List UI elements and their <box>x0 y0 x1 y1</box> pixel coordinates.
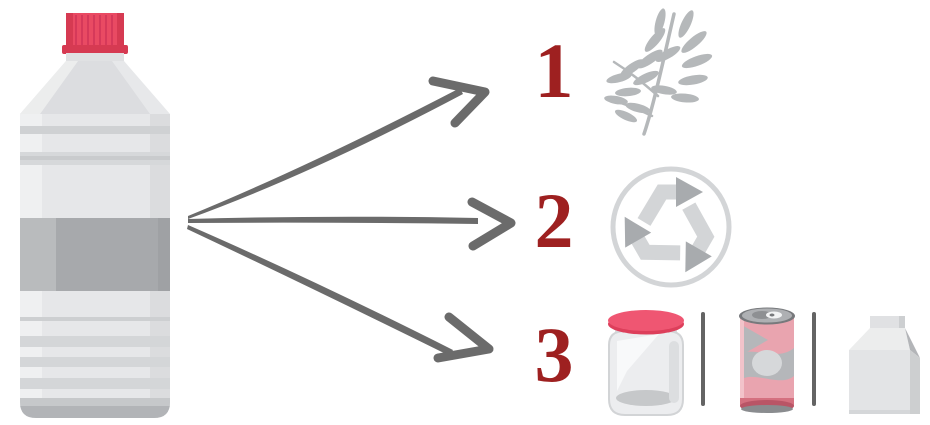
option-2-number: 2 <box>534 177 574 264</box>
arrow-2-shaft <box>188 216 478 224</box>
bottle-body <box>20 114 170 418</box>
milk-carton-icon <box>849 316 920 414</box>
bottle-shoulder <box>20 61 170 114</box>
bottle-cap <box>62 13 128 54</box>
can-top <box>739 307 795 325</box>
arrow-3-shaft <box>187 225 453 356</box>
arrow-3-head <box>433 312 494 363</box>
arrow-1-shaft <box>188 88 463 219</box>
bottle-neck-ring <box>66 53 124 61</box>
arrows <box>187 76 516 363</box>
divider-line <box>812 312 816 406</box>
divider-line <box>701 312 705 406</box>
plastic-bottle-icon <box>20 13 170 418</box>
soda-can-icon <box>739 307 795 413</box>
arrow-1-head <box>428 76 490 128</box>
plant-branch-icon <box>604 8 713 136</box>
arrow-2-head <box>467 197 516 251</box>
jar-lid <box>608 310 684 331</box>
option-1-number: 1 <box>534 27 574 114</box>
option-3-number: 3 <box>534 311 574 398</box>
glass-jar-icon <box>608 310 684 416</box>
recycle-symbol-icon <box>610 166 732 288</box>
